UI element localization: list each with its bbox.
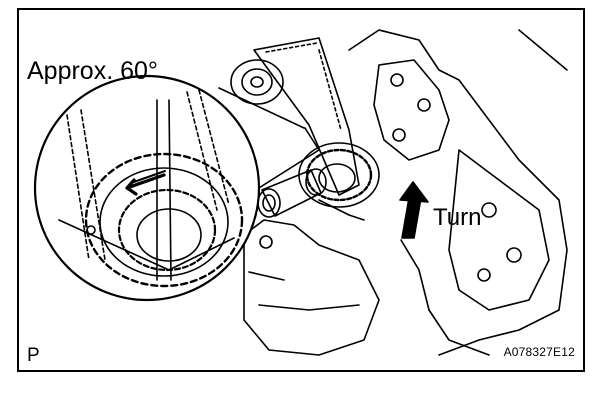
idler-pulley xyxy=(230,59,284,105)
timing-belt xyxy=(253,37,360,196)
turn-direction-arrow-icon xyxy=(399,181,429,239)
engine-block xyxy=(348,29,568,356)
turn-label: Turn xyxy=(433,204,482,231)
figure-code: A078327E12 xyxy=(503,345,575,359)
lower-cover xyxy=(243,219,380,356)
diagram-frame: Approx. 60° Turn P A078327E12 xyxy=(17,8,585,372)
angle-label: Approx. 60° xyxy=(27,57,158,85)
corner-letter: P xyxy=(27,345,40,366)
magnified-view xyxy=(33,74,261,302)
callout-line-top xyxy=(218,87,305,129)
engine-illustration xyxy=(33,29,568,356)
